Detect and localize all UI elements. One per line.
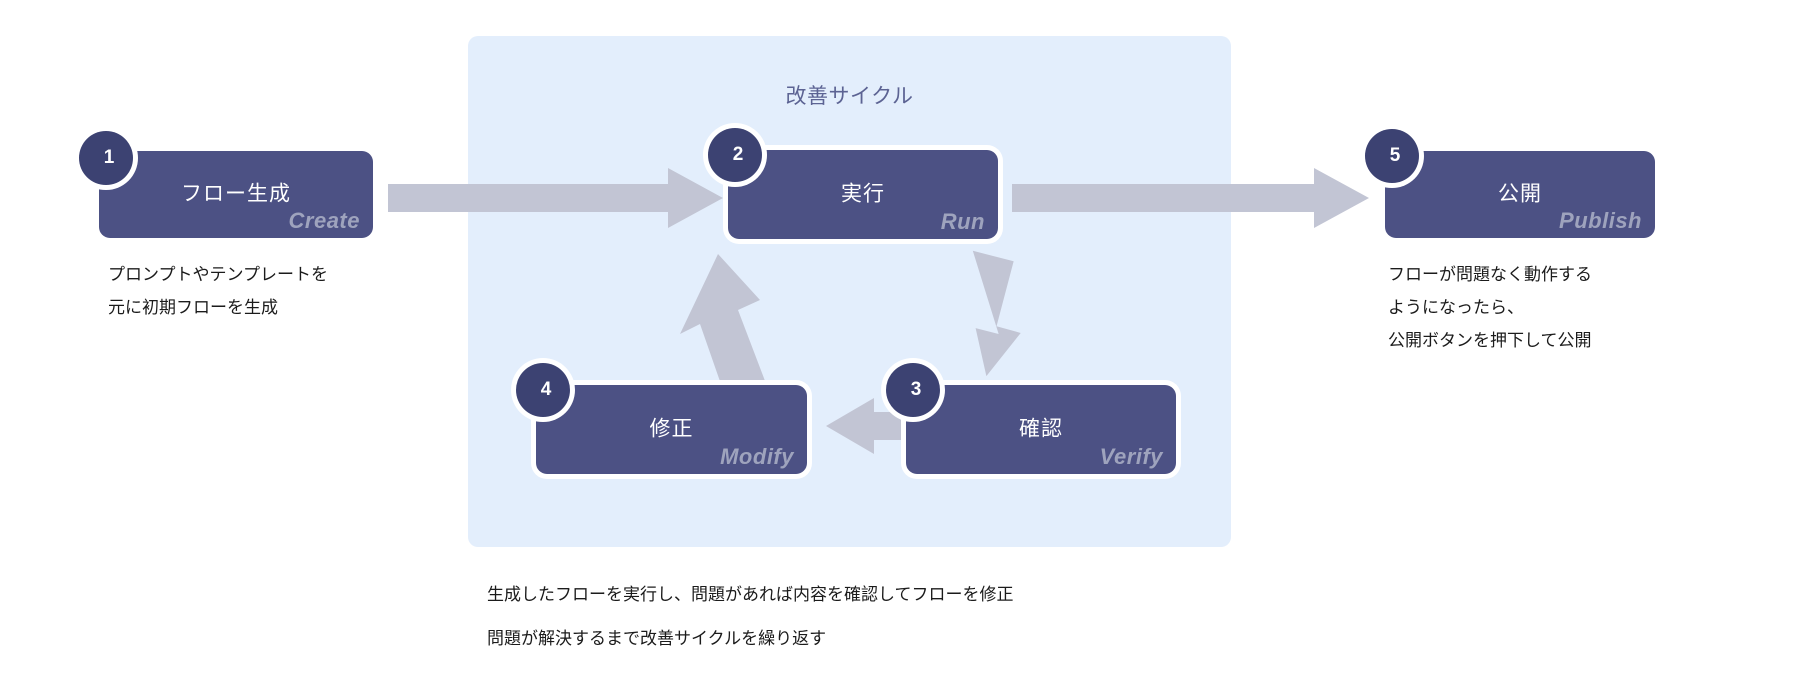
step-badge-1: 1 [79,131,133,185]
arrow-create-to-run [388,168,723,228]
caption-bottom: 生成したフローを実行し、問題があれば内容を確認してフローを修正 問題が解決するま… [487,573,1014,661]
step-3-label-en: Verify [1099,444,1163,469]
cycle-panel-title: 改善サイクル [785,85,914,108]
step-badge-2-number: 2 [732,144,744,165]
step-5-label-en: Publish [1559,208,1642,233]
step-3-label-jp: 確認 [1019,417,1063,441]
step-1-label-en: Create [288,208,360,233]
caption-left-line-1: プロンプトやテンプレートを [108,265,328,284]
step-2-label-en: Run [940,209,985,234]
step-box-1-create[interactable]: フロー生成 Create [99,151,373,238]
arrow-run-to-verify [972,250,1021,377]
caption-right-line-3: 公開ボタンを押下して公開 [1388,331,1592,350]
step-badge-5: 5 [1365,129,1419,183]
caption-right: フローが問題なく動作する ようになったら、 公開ボタンを押下して公開 [1388,258,1592,357]
step-box-4-modify[interactable]: 修正 Modify [536,385,807,474]
step-badge-1-number: 1 [103,147,115,168]
step-badge-2: 2 [708,128,762,182]
step-badge-4: 4 [516,363,570,417]
caption-bottom-line-1: 生成したフローを実行し、問題があれば内容を確認してフローを修正 [487,585,1014,604]
step-5-label-jp: 公開 [1498,182,1542,206]
caption-left-line-2: 元に初期フローを生成 [108,298,278,317]
step-4-label-en: Modify [720,444,794,469]
step-badge-3-number: 3 [910,379,922,400]
step-badge-5-number: 5 [1389,145,1401,166]
step-4-label-jp: 修正 [649,417,694,441]
step-badge-3: 3 [886,363,940,417]
step-badge-4-number: 4 [540,379,552,400]
arrow-modify-to-run [680,254,770,410]
arrow-run-to-publish [1012,168,1369,228]
step-1-label-jp: フロー生成 [181,182,291,206]
step-box-5-publish[interactable]: 公開 Publish [1385,151,1655,238]
caption-left: プロンプトやテンプレートを 元に初期フローを生成 [108,258,328,324]
caption-bottom-line-2: 問題が解決するまで改善サイクルを繰り返す [487,629,827,648]
caption-right-line-1: フローが問題なく動作する [1388,265,1592,284]
step-box-2-run[interactable]: 実行 Run [728,150,998,239]
caption-right-line-2: ようになったら、 [1388,298,1524,317]
step-2-label-jp: 実行 [841,182,885,206]
step-box-3-verify[interactable]: 確認 Verify [906,385,1176,474]
